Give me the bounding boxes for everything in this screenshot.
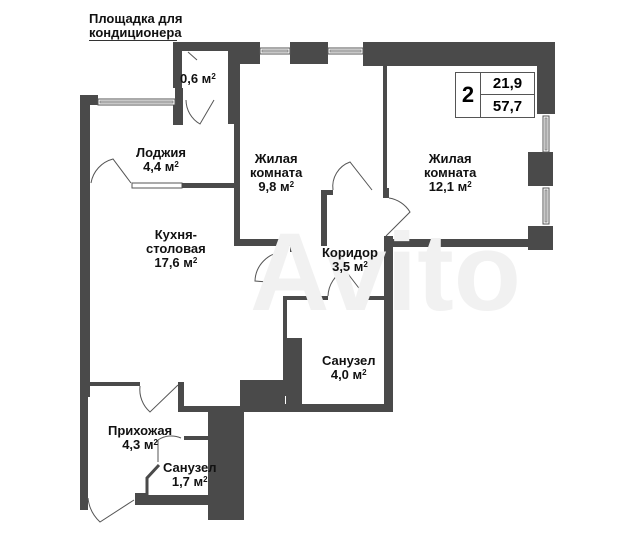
ac-platform-right-wall: [228, 42, 238, 124]
window-glass: [261, 49, 289, 53]
wall-stub: [290, 246, 296, 252]
living-rooms-partition: [383, 60, 387, 188]
area-unit-sup: 2: [363, 260, 368, 269]
left-outer-wall: [80, 95, 90, 397]
room-label-bathroom-1: Санузел 4,0 м2: [322, 354, 375, 382]
bathroom-1-top-wall-right: [366, 296, 386, 300]
room-area: 4,0 м: [330, 367, 363, 382]
total-area: 57,7: [492, 97, 523, 115]
room-name: Санузел: [322, 353, 376, 368]
window-glass: [329, 49, 362, 53]
rooms-count: 2: [456, 73, 481, 117]
room-area: 17,6 м: [154, 255, 193, 270]
bathroom-1-bottom-wall: [283, 404, 393, 412]
room-name-2: комната: [424, 165, 477, 180]
area-unit-sup: 2: [467, 180, 472, 189]
hallway-top-wall: [178, 406, 242, 412]
top-wall-seg-3: [363, 42, 555, 66]
window-glass: [544, 189, 548, 223]
room-label-corridor: Коридор 3,5 м2: [322, 246, 378, 274]
room-area: 0,6 м: [180, 71, 212, 86]
window-glass: [99, 100, 174, 104]
hallway-left-wall: [80, 380, 88, 510]
loggia-door: [90, 158, 132, 184]
corridor-stub: [321, 190, 333, 195]
ac-platform-left-stub: [175, 88, 183, 112]
room-label-ac-platform: 0,6 м2: [180, 72, 216, 86]
room-area: 9,8 м: [258, 179, 290, 194]
area-unit-sup: 2: [211, 72, 216, 81]
room-name: Санузел: [163, 460, 217, 475]
callout-underline: [89, 40, 177, 41]
room-area: 1,7 м: [171, 474, 204, 489]
bathroom-2-corner: [135, 493, 147, 505]
area-unit-sup: 2: [192, 256, 198, 265]
ac-platform-callout: Площадка для кондиционера: [89, 12, 182, 40]
area-unit-sup: 2: [289, 180, 295, 189]
room-area: 4,4 м: [143, 159, 175, 174]
apartment-info-box: 2 21,9 57,7: [455, 72, 535, 118]
room-name: Жилая: [428, 151, 472, 166]
loggia-bottom-wall: [182, 183, 236, 188]
right-wall-mid: [528, 152, 553, 186]
living-room-1-left-wall: [234, 60, 240, 246]
partition-stub: [383, 188, 389, 198]
callout-line-1: Площадка для: [89, 11, 183, 26]
kitchen-door: [139, 384, 179, 413]
room-name-2: столовая: [146, 241, 206, 256]
room-area: 4,3 м: [122, 437, 154, 452]
area-unit-sup: 2: [203, 475, 208, 484]
living-room-2-bottom-wall: [384, 239, 544, 247]
room-label-bathroom-2: Санузел 1,7 м2: [163, 461, 216, 489]
living-room-1-door: [332, 161, 373, 191]
room-name-2: комната: [250, 165, 303, 180]
bathroom-right-wall: [384, 236, 393, 408]
shaft: [286, 338, 302, 410]
loggia-right-stub: [173, 105, 183, 125]
watermark: Avito: [250, 211, 521, 334]
room-label-living-room-1: Жилая комната 9,8 м2: [250, 152, 302, 194]
living-area: 21,9: [481, 73, 534, 95]
bathroom-2-bottom-wall: [138, 495, 242, 505]
room-name: Жилая: [254, 151, 298, 166]
room-name: Кухня-: [154, 227, 198, 242]
window-glass: [544, 117, 548, 151]
ac-platform-left-wall: [173, 42, 182, 88]
right-wall-top: [537, 42, 555, 114]
living-room-1-bottom-wall: [234, 239, 296, 246]
room-area: 12,1 м: [428, 179, 468, 194]
ac-platform-top-wall: [173, 42, 235, 51]
room-name: Прихожая: [108, 423, 173, 438]
top-wall-seg-2: [290, 42, 328, 64]
ac-platform-marker: [187, 51, 198, 61]
area-unit-sup: 2: [174, 160, 179, 169]
callout-line-2: кондиционера: [89, 25, 182, 40]
room-label-hallway: Прихожая 4,3 м2: [108, 424, 172, 452]
bathroom-2-top-wall: [184, 436, 220, 440]
corridor-left-wall: [321, 190, 327, 246]
shaft-2: [240, 380, 285, 412]
bathroom-1-left-wall: [283, 296, 287, 396]
bathroom-1-top-wall-left: [286, 296, 328, 300]
top-wall-seg-1: [230, 42, 260, 64]
bathroom-2-angled-wall: [145, 463, 161, 499]
room-area: 3,5 м: [332, 259, 364, 274]
area-unit-sup: 2: [362, 368, 367, 377]
area-unit-sup: 2: [153, 438, 158, 447]
hallway-stub: [178, 382, 184, 410]
room-label-living-room-2: Жилая комната 12,1 м2: [424, 152, 476, 194]
room-name: Коридор: [322, 245, 378, 260]
room-label-loggia: Лоджия 4,4 м2: [136, 146, 186, 174]
corridor-door: [254, 251, 284, 284]
bathroom-1-door: [327, 269, 366, 297]
window-loggia-kitchen: [131, 182, 183, 189]
entrance-door: [87, 497, 135, 523]
living-room-2-door: [385, 197, 411, 237]
room-label-kitchen-dining: Кухня- столовая 17,6 м2: [146, 228, 206, 270]
ac-platform-door: [185, 99, 215, 125]
bathroom-2-door: [157, 435, 182, 441]
kitchen-hallway-partition: [88, 382, 140, 386]
room-name: Лоджия: [136, 145, 186, 160]
